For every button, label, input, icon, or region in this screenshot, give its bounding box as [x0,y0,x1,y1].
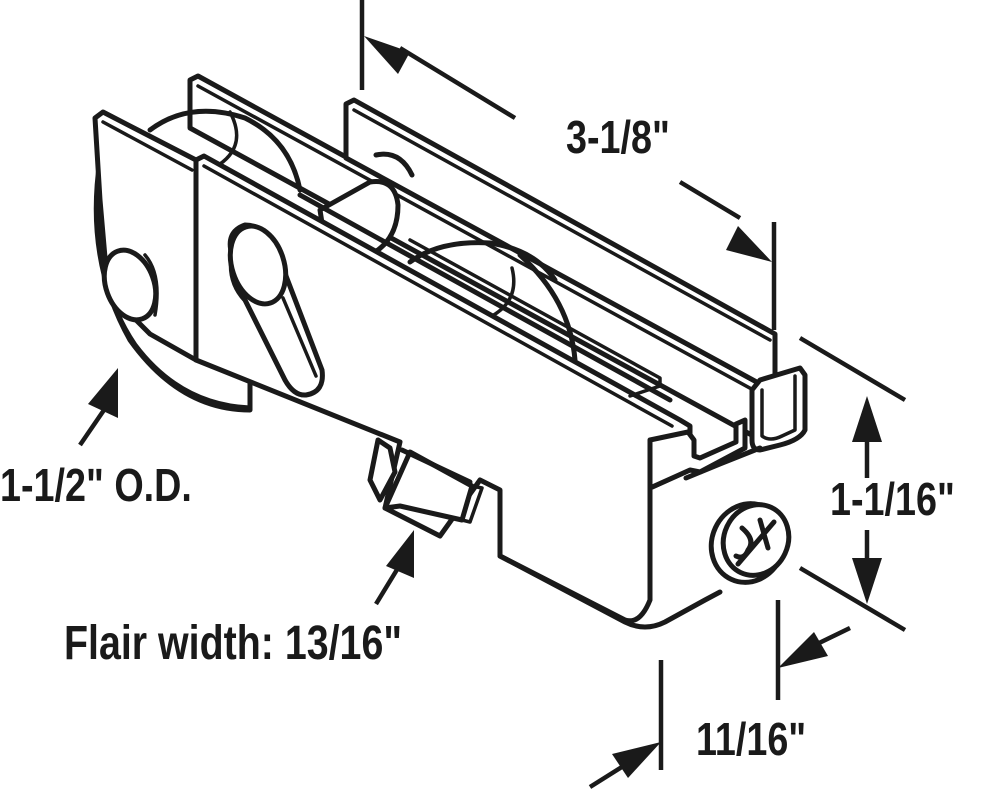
inner-channel [297,192,673,403]
flair-width-label: Flair width: 13/16" [64,617,403,670]
dimension-wheel-od [78,368,118,447]
dimension-flair [374,530,414,606]
front-side-plate [92,109,199,363]
adjustment-slot-left [101,247,159,323]
width-label: 11/16" [696,713,807,765]
flair-tab [367,437,484,524]
dimension-length [359,0,777,330]
length-label: 3-1/8" [566,111,670,163]
housing-bottom-edge [497,553,723,630]
adjustment-slot-right [227,222,325,398]
end-bracket [647,365,808,491]
dimension-width [588,600,851,789]
wheel-od-label: 1-1/2" O.D. [0,459,192,511]
rear-plate [187,73,778,447]
screw [708,501,792,585]
height-label: 1-1/16" [830,473,955,525]
dimension-height [798,336,907,632]
